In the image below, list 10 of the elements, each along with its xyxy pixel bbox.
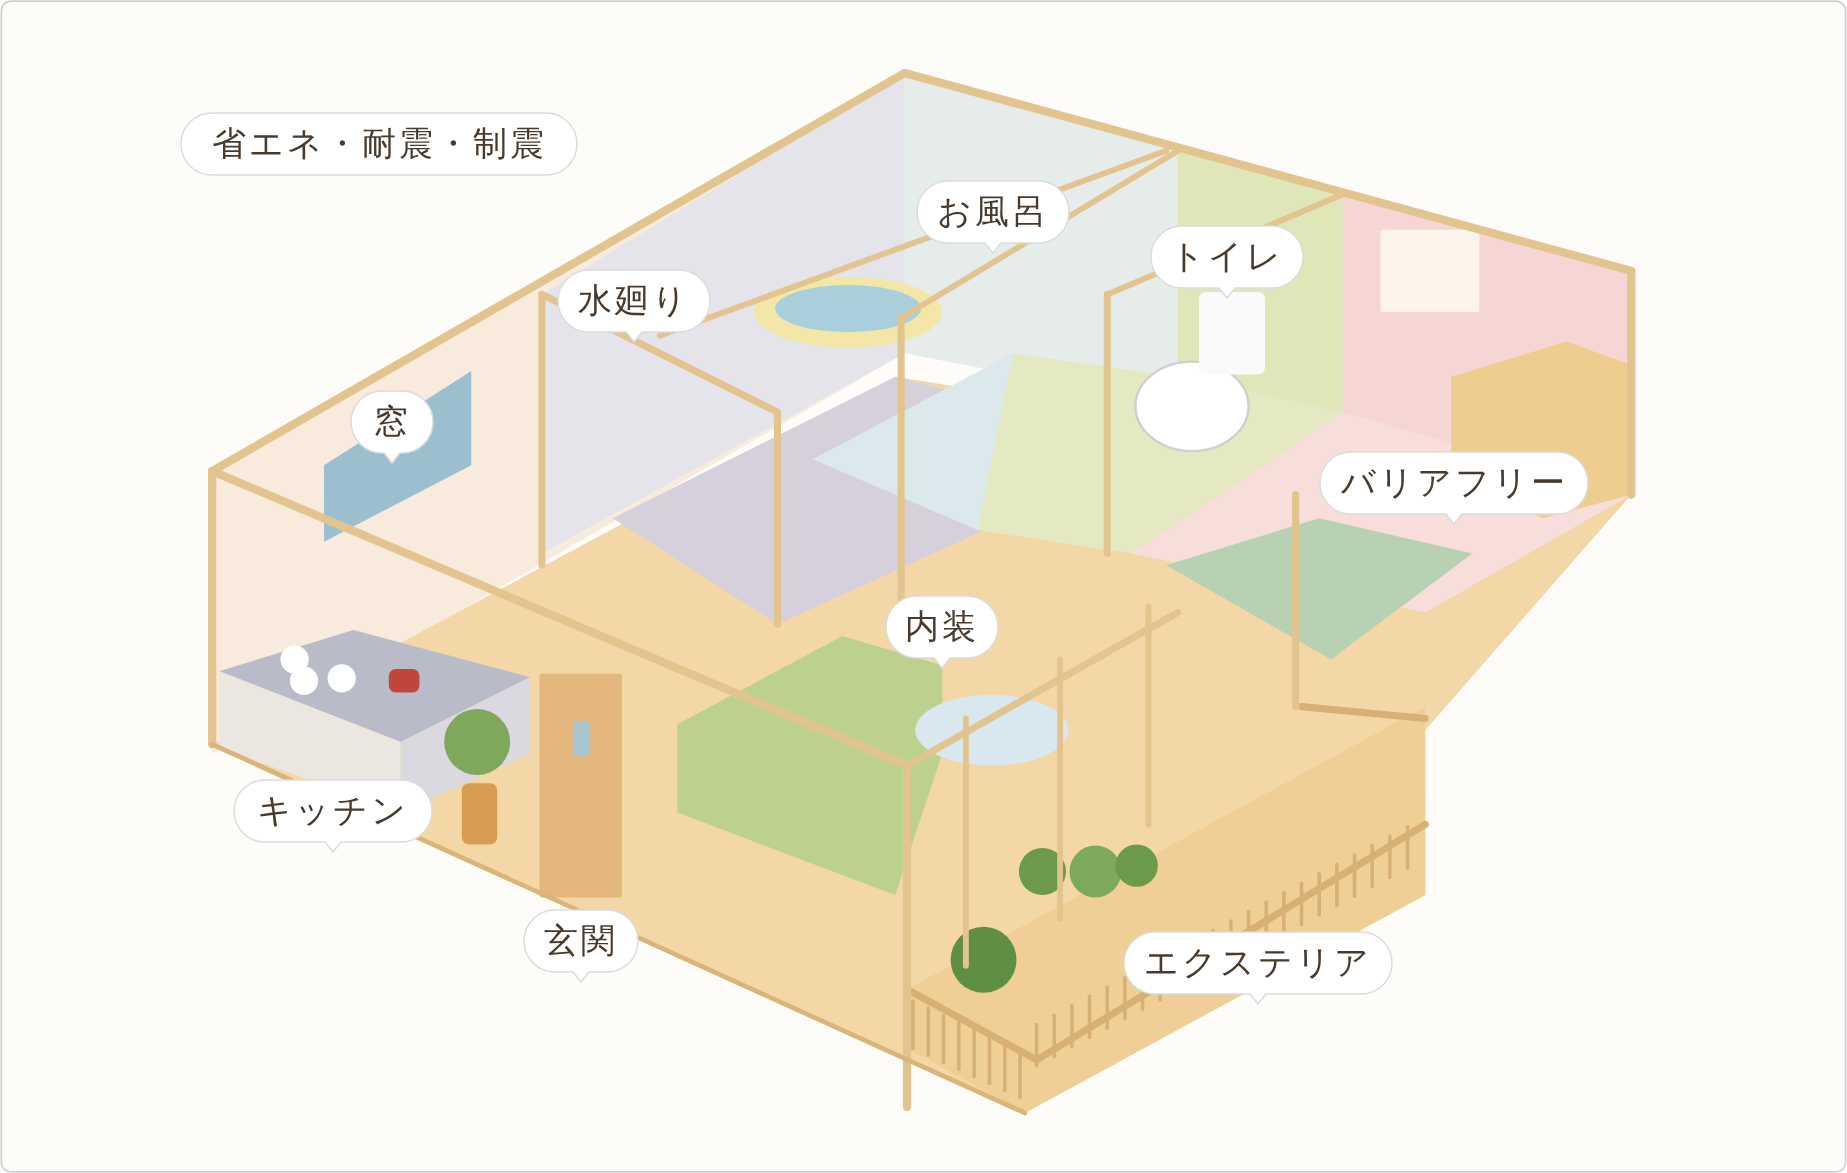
speech-bubble: 内装 [885,595,999,669]
speech-bubble: 省エネ・耐震・制震 [180,112,578,176]
speech-bubble: 玄関 [523,909,639,983]
speech-bubble: バリアフリー [1319,451,1589,525]
speech-bubble: 水廻り [557,269,711,343]
speech-bubble: キッチン [233,779,433,853]
speech-bubble: エクステリア [1123,931,1393,1005]
speech-bubble: トイレ [1150,225,1304,299]
speech-bubble: 窓 [350,390,434,464]
speech-bubble: お風呂 [916,180,1070,254]
